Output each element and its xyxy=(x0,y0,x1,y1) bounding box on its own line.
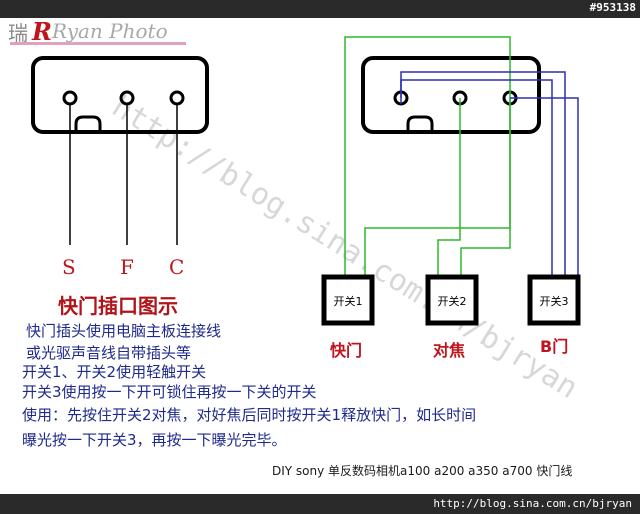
switch-2-name: 对焦 xyxy=(433,341,466,360)
description-line-2: 或光驱声音线自带插头等 xyxy=(26,344,192,362)
logo-prefix: 瑞 xyxy=(8,21,28,45)
pin-label-f: F xyxy=(120,255,134,279)
switch-1-box xyxy=(321,274,375,326)
wire-green-c-to-switch1 xyxy=(344,36,511,275)
logo: 瑞 R Ryan Photo xyxy=(8,17,186,46)
description-heading: 快门插口图示 xyxy=(58,294,178,318)
logo-accent: R xyxy=(31,17,52,46)
wire-blue-c-to-switch3 xyxy=(510,97,579,275)
right-connector-body xyxy=(361,56,541,134)
left-connector-body xyxy=(31,56,209,134)
description-line-6: 曝光按一下开关3，再按一下曝光完毕。 xyxy=(22,431,287,449)
pin-label-c: C xyxy=(169,255,185,279)
switch-1-name: 快门 xyxy=(330,341,363,360)
switch-3-label: 开关3 xyxy=(539,295,569,308)
logo-text: Ryan Photo xyxy=(51,19,168,43)
left-pin-c xyxy=(169,90,185,106)
logo-underline xyxy=(10,42,186,45)
switch-3-name: B门 xyxy=(540,337,569,356)
switch-3-box xyxy=(527,274,581,326)
wire-blue-s2-to-switch3 xyxy=(400,79,553,275)
left-connector-key xyxy=(74,115,102,132)
wire-green-f-to-switch2 xyxy=(437,98,461,275)
left-pin-s xyxy=(62,90,78,106)
description-line-1: 快门插头使用电脑主板连接线 xyxy=(26,322,222,340)
description-line-4: 开关3使用按一下开可锁住再按一下关的开关 xyxy=(22,383,317,401)
bottom-bar: http://blog.sina.com.cn/bjryan xyxy=(0,494,640,514)
caption: DIY sony 单反数码相机a100 a200 a350 a700 快门线 xyxy=(272,464,573,478)
switch-2-label: 开关2 xyxy=(437,295,467,308)
image-id: #953138 xyxy=(589,1,636,14)
description-line-5: 使用：先按住开关2对焦，对好焦后同时按开关1释放快门，如长时间 xyxy=(22,406,477,424)
wire-green-c-to-switch2 xyxy=(460,98,511,275)
switch-2-box xyxy=(425,274,479,326)
pin-label-s: S xyxy=(62,255,76,279)
switch-1-label: 开关1 xyxy=(333,295,363,308)
right-connector-key xyxy=(406,115,434,132)
footer-url: http://blog.sina.com.cn/bjryan xyxy=(433,497,632,510)
description-line-3: 开关1、开关2使用轻触开关 xyxy=(22,363,207,381)
top-bar: #953138 xyxy=(0,0,640,18)
